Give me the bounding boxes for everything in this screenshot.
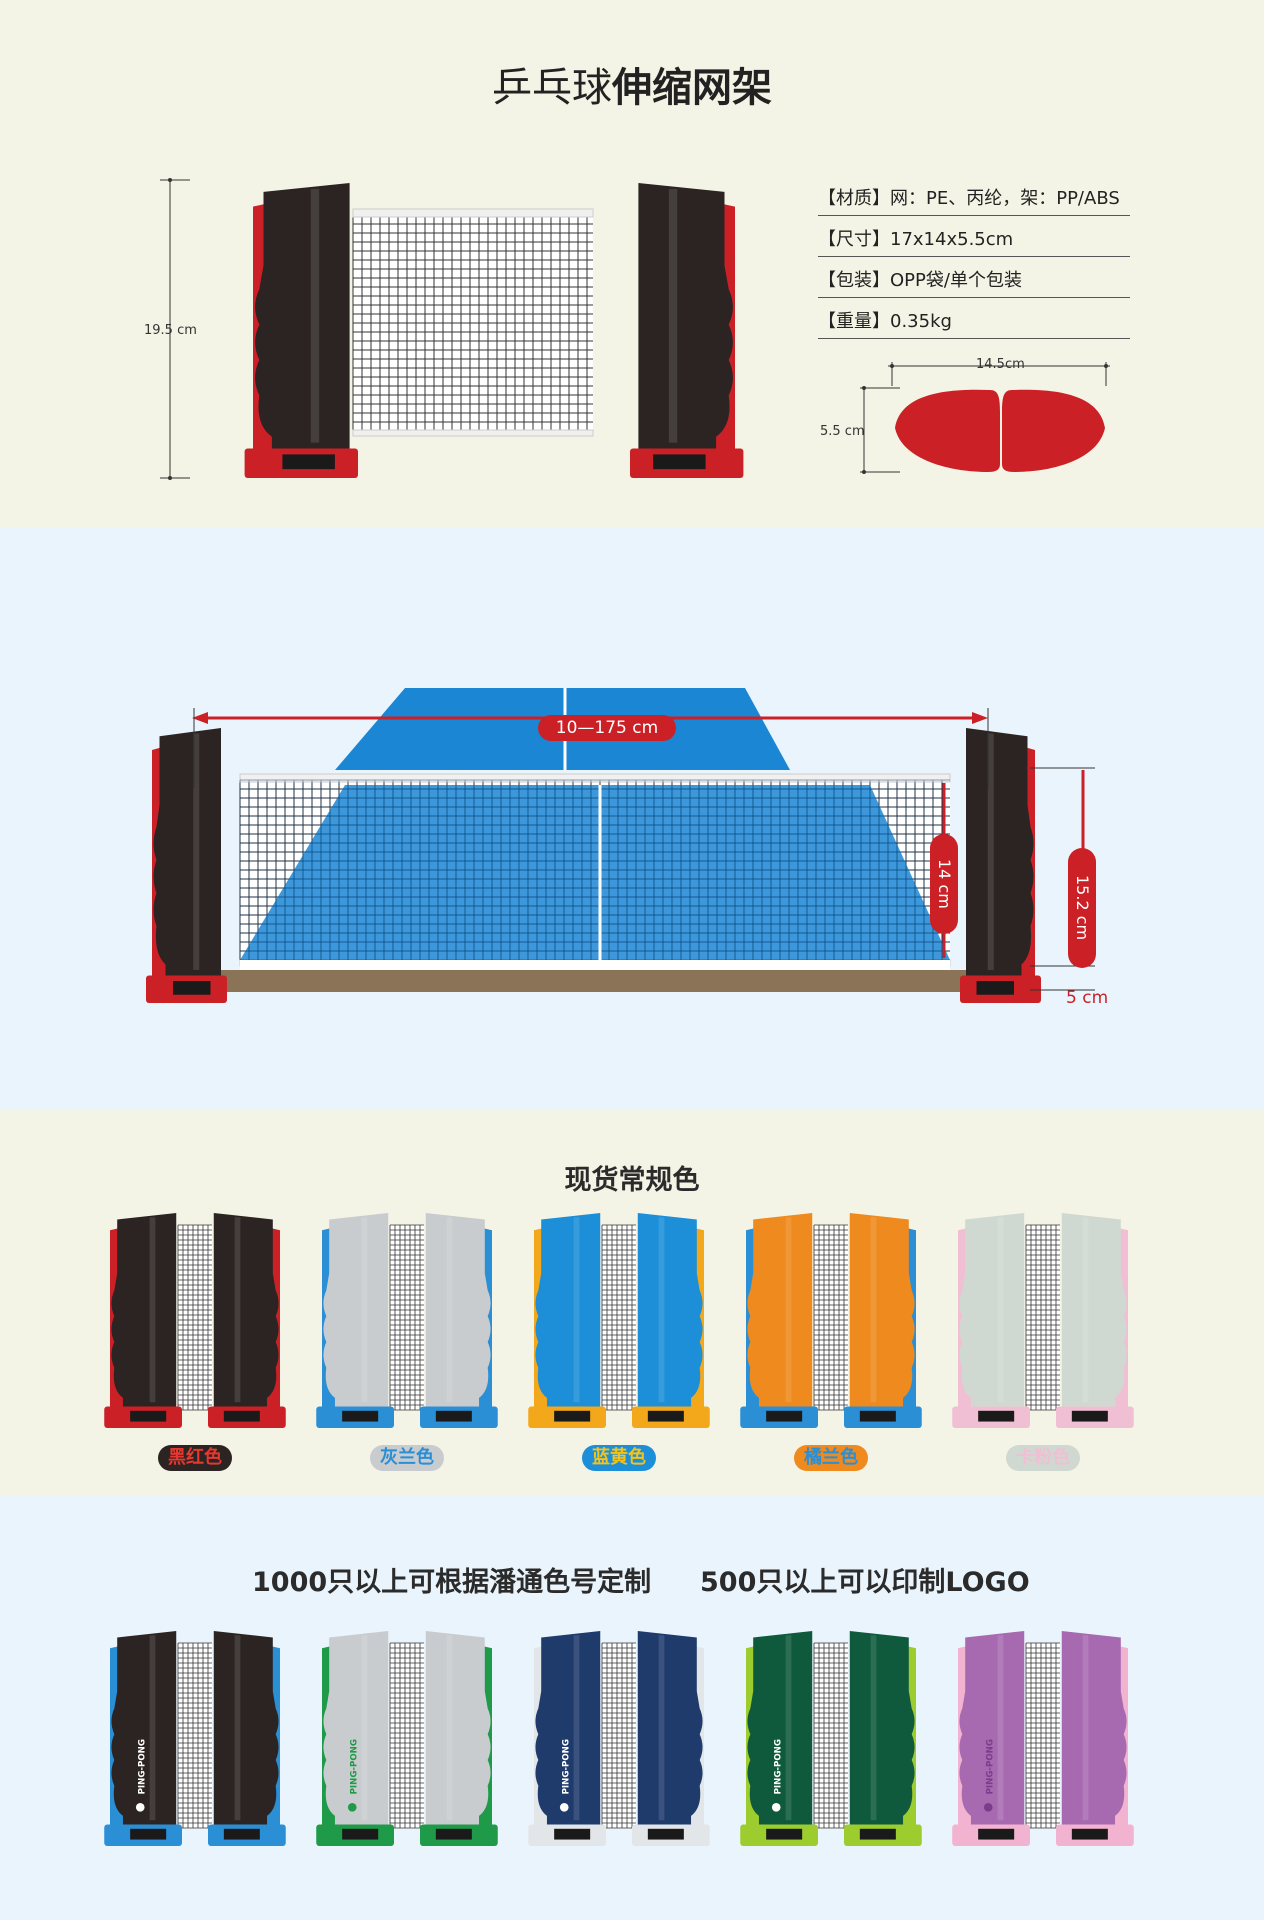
- clamp-handle: [844, 1213, 922, 1428]
- stock-colors-section: 现货常规色 黑红色 灰兰色 蓝黄色 橘兰色 卡粉色: [0, 1110, 1264, 1495]
- spec-item: 【重量】0.35kg: [818, 307, 1130, 339]
- color-variant-image: [104, 1213, 286, 1428]
- clamp-handle: [208, 1213, 286, 1428]
- net-height-label: 15.2 cm: [1068, 848, 1096, 968]
- color-variant-image: PING-PONG: [316, 1631, 498, 1846]
- height-dimension-label: 19.5 cm: [144, 323, 197, 338]
- color-variant-image: [952, 1213, 1134, 1428]
- color-name-label: 灰兰色: [370, 1445, 444, 1471]
- base-width-label: 14.5cm: [976, 357, 1025, 372]
- net-width-label: 14 cm: [930, 834, 958, 934]
- color-variant-image: PING-PONG: [740, 1631, 922, 1846]
- color-name-label: 橘兰色: [794, 1445, 868, 1471]
- product-spec-section: 乒乓球伸缩网架 19.5 cm 【材质】网：PE、丙纶，架：PP/ABS 【尺寸】…: [0, 0, 1264, 528]
- clamp-handle: [844, 1631, 922, 1846]
- clamp-handle: [528, 1213, 606, 1428]
- logo-text: PING-PONG: [350, 1739, 360, 1794]
- clamp-handle: PING-PONG: [316, 1631, 394, 1846]
- logo-text: PING-PONG: [562, 1739, 572, 1794]
- clamp-handle: [1056, 1631, 1134, 1846]
- net-product-image: [244, 183, 744, 478]
- clamp-handle: [420, 1631, 498, 1846]
- color-name-label: 卡粉色: [1006, 1445, 1080, 1471]
- color-variant-image: [316, 1213, 498, 1428]
- base-clamp-image: [860, 362, 1110, 474]
- clamp-size-label: 5 cm: [1066, 988, 1109, 1008]
- clamp-handle: [104, 1213, 182, 1428]
- height-dimension-line: [160, 178, 190, 480]
- color-variant-image: PING-PONG: [528, 1631, 710, 1846]
- page-title: 乒乓球伸缩网架: [492, 65, 772, 111]
- net-mesh: [352, 208, 594, 437]
- clamp-handle: PING-PONG: [104, 1631, 182, 1846]
- logo-text: PING-PONG: [774, 1739, 784, 1794]
- clamp-handle: PING-PONG: [528, 1631, 606, 1846]
- clamp-handle: PING-PONG: [740, 1631, 818, 1846]
- custom-logo-heading: 500只以上可以印制LOGO: [700, 1567, 1030, 1598]
- custom-section: 1000只以上可根据潘通色号定制 500只以上可以印制LOGO PING-PON…: [0, 1495, 1264, 1920]
- spec-item: 【材质】网：PE、丙纶，架：PP/ABS: [818, 184, 1130, 216]
- clamp-handle: [1056, 1213, 1134, 1428]
- clamp-handle: [632, 1631, 710, 1846]
- installed-net-image: [146, 688, 1095, 1003]
- color-variant-image: PING-PONG: [952, 1631, 1134, 1846]
- base-height-label: 5.5 cm: [820, 424, 865, 439]
- color-variant-image: PING-PONG: [104, 1631, 286, 1846]
- color-name-label: 蓝黄色: [582, 1445, 656, 1471]
- stock-colors-heading: 现货常规色: [564, 1165, 700, 1196]
- clamp-handle: [420, 1213, 498, 1428]
- color-variant-image: [528, 1213, 710, 1428]
- logo-text: PING-PONG: [986, 1739, 996, 1794]
- spec-item: 【尺寸】17x14x5.5cm: [818, 225, 1130, 257]
- clamp-handle: [952, 1213, 1030, 1428]
- clamp-handle: [146, 728, 227, 1003]
- clamp-handle: [630, 183, 744, 478]
- clamp-handle: [632, 1213, 710, 1428]
- clamp-handle: [316, 1213, 394, 1428]
- spec-item: 【包装】OPP袋/单个包装: [818, 266, 1130, 298]
- clamp-handle: [208, 1631, 286, 1846]
- extension-section: 【拉伸尺寸】10-175cm【最大夹口】5cm【产品网宽】14cm【安装网高】1…: [0, 528, 1264, 1263]
- clamp-handle: [960, 728, 1041, 1003]
- color-name-label: 黑红色: [158, 1445, 232, 1471]
- span-length-label: 10—175 cm: [538, 715, 676, 741]
- logo-text: PING-PONG: [138, 1739, 148, 1794]
- clamp-handle: [244, 183, 358, 478]
- clamp-handle: PING-PONG: [952, 1631, 1030, 1846]
- color-variant-image: [740, 1213, 922, 1428]
- custom-pantone-heading: 1000只以上可根据潘通色号定制: [252, 1567, 652, 1598]
- clamp-handle: [740, 1213, 818, 1428]
